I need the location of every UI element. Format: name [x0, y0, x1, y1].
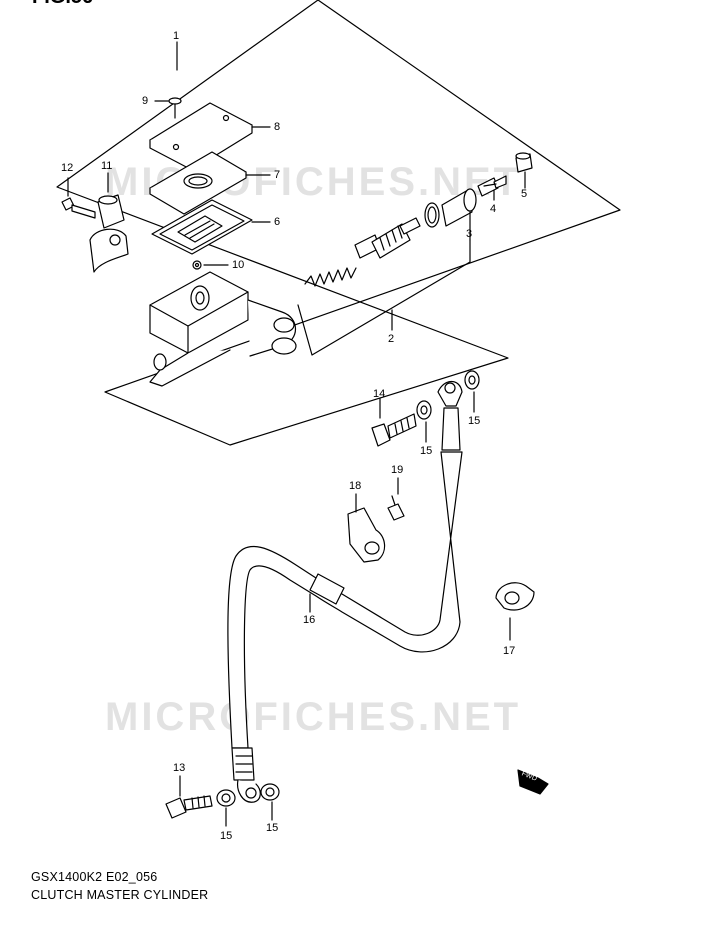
clamp-11	[89, 194, 129, 273]
watermark-bottom: MICROFICHES.NET	[105, 695, 522, 739]
clip-17	[495, 582, 535, 611]
screw-9	[168, 97, 182, 119]
callout-2: 2	[388, 333, 395, 345]
gasket-bottom-left	[216, 789, 236, 807]
bracket-2	[297, 239, 471, 356]
callout-13: 13	[173, 762, 186, 774]
bolt-12	[61, 197, 96, 219]
callout-12: 12	[61, 162, 74, 174]
callout-16: 16	[303, 614, 316, 626]
callout-3: 3	[466, 228, 473, 240]
callout-4: 4	[490, 203, 497, 215]
piston	[354, 217, 421, 259]
callout-6: 6	[274, 216, 281, 228]
part-10	[192, 260, 202, 270]
gasket-top-right	[464, 370, 480, 390]
reservoir-cap	[149, 102, 253, 171]
callout-15-bottom-right: 15	[266, 822, 279, 834]
diaphragm-plate	[149, 151, 247, 215]
diaphragm	[151, 199, 253, 255]
bolt-19	[387, 495, 405, 521]
callout-5: 5	[521, 188, 528, 200]
gasket-bottom-right	[260, 783, 280, 801]
circlip-3	[424, 188, 477, 228]
pushrod-4	[477, 175, 507, 197]
fwd-arrow-icon	[517, 769, 549, 795]
diagram-title: CLUTCH MASTER CYLINDER	[31, 888, 209, 902]
bracket-18	[347, 507, 386, 563]
union-bolt-14	[371, 413, 417, 447]
nut-5	[515, 152, 533, 173]
callout-11: 11	[101, 160, 113, 172]
callout-14: 14	[373, 388, 386, 400]
callout-7: 7	[274, 169, 281, 181]
callout-18: 18	[349, 480, 362, 492]
master-cylinder-body	[149, 271, 297, 387]
callout-15-bottom-left: 15	[220, 830, 233, 842]
callout-15-top-left: 15	[420, 445, 433, 457]
clutch-hose	[227, 380, 463, 803]
assembly-outline	[56, 0, 621, 446]
figure-label: FIG.56	[32, 0, 93, 9]
model-code: GSX1400K2 E02_056	[31, 870, 158, 884]
callout-9: 9	[142, 95, 149, 107]
callout-19: 19	[391, 464, 404, 476]
union-bolt-13	[165, 795, 213, 819]
gasket-top-left	[416, 400, 432, 420]
callout-1: 1	[173, 30, 180, 42]
callout-17: 17	[503, 645, 516, 657]
callout-8: 8	[274, 121, 281, 133]
spring	[304, 267, 357, 287]
callout-15-top-right: 15	[468, 415, 481, 427]
callout-10: 10	[232, 259, 245, 271]
